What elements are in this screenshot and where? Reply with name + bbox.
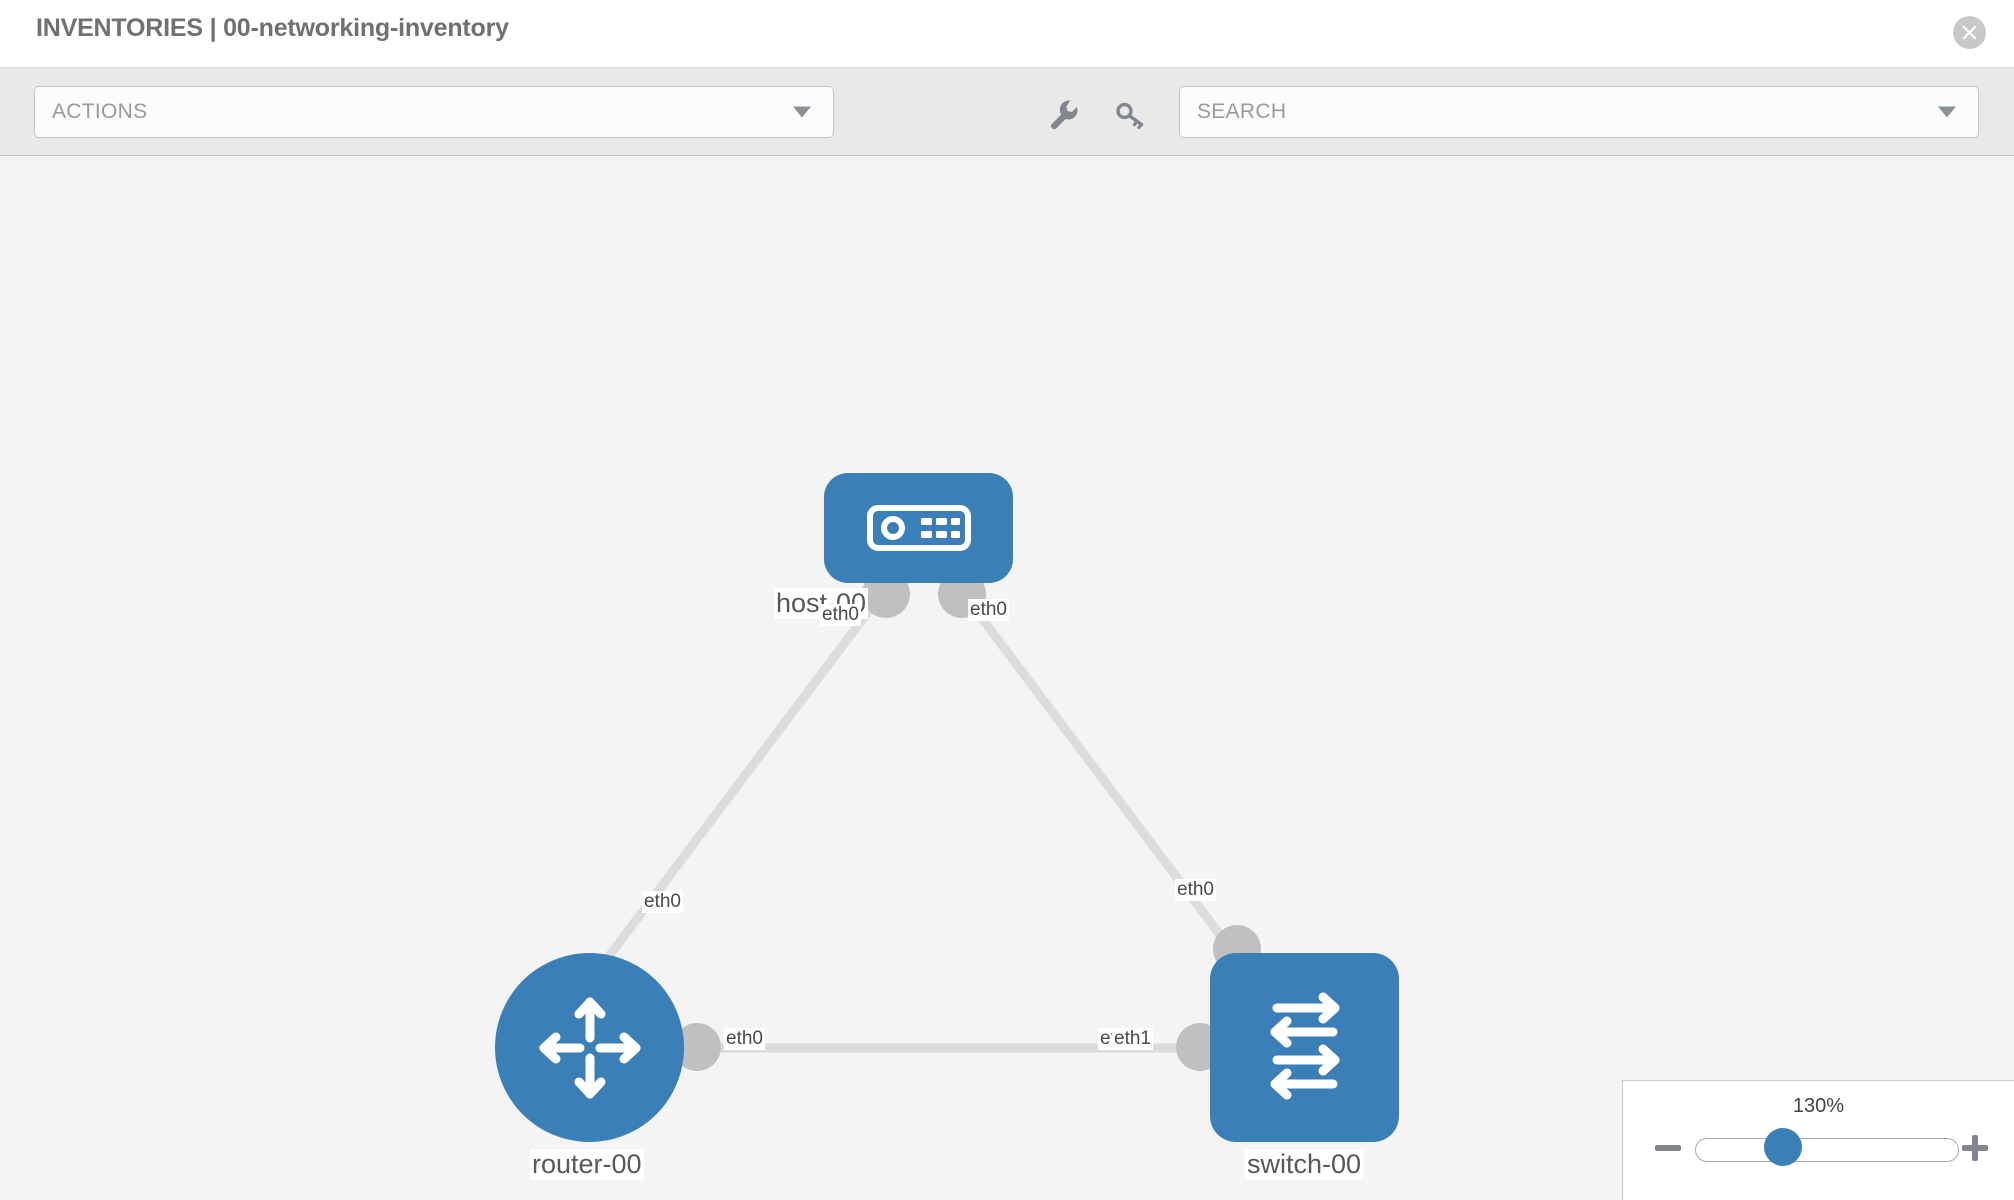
edge-label-router-eth0-lan: eth0 <box>724 1028 765 1050</box>
topology-canvas[interactable]: host-00 eth0 eth0 router-00 eth0 eth0 <box>0 156 2014 1200</box>
edge-label-switch-eth0-uplink: eth0 <box>1175 879 1216 901</box>
edge-label-router-eth0-uplink: eth0 <box>642 891 683 913</box>
key-icon[interactable] <box>1113 98 1147 132</box>
toolbar: ACTIONS SEARCH <box>0 68 2014 156</box>
zoom-out-button[interactable] <box>1651 1131 1685 1165</box>
edges <box>596 593 1249 1053</box>
close-button[interactable] <box>1953 16 1986 49</box>
actions-dropdown[interactable]: ACTIONS <box>34 86 834 138</box>
minus-icon <box>1655 1145 1681 1151</box>
zoom-slider-track[interactable] <box>1695 1138 1959 1162</box>
search-placeholder: SEARCH <box>1197 100 1287 123</box>
actions-dropdown-label: ACTIONS <box>52 100 148 123</box>
chevron-down-icon <box>793 106 811 118</box>
zoom-slider-thumb[interactable] <box>1764 1128 1802 1166</box>
zoom-level-label: 130% <box>1792 1095 1845 1117</box>
topology-graph <box>596 570 1261 1071</box>
router-arrows-icon <box>539 997 640 1098</box>
switch-arrows-icon <box>1270 992 1339 1099</box>
node-switch-00-shape[interactable] <box>1210 953 1399 1142</box>
edge-label-switch-eth1: eth1 <box>1112 1028 1153 1050</box>
search-input[interactable]: SEARCH <box>1179 86 1979 138</box>
page-title: INVENTORIES | 00-networking-inventory <box>36 14 509 42</box>
edge-connectors <box>673 570 1261 1071</box>
edge-host-switch <box>961 593 1249 971</box>
page-header: INVENTORIES | 00-networking-inventory <box>0 0 2014 68</box>
chevron-down-icon <box>1938 106 1956 118</box>
node-router-00-shape[interactable] <box>495 953 684 1142</box>
zoom-control-panel[interactable]: 130% <box>1622 1080 2014 1200</box>
wrench-icon[interactable] <box>1046 98 1080 132</box>
close-icon <box>1962 25 1977 40</box>
node-switch-00-label: switch-00 <box>1245 1149 1364 1180</box>
plus-icon <box>1962 1135 1988 1161</box>
connector-nub <box>673 1023 721 1071</box>
edge-label-host-eth0-left: eth0 <box>820 604 861 626</box>
server-device-icon <box>866 505 971 551</box>
edge-label-host-eth0-right: eth0 <box>968 599 1009 621</box>
zoom-in-button[interactable] <box>1958 1131 1992 1165</box>
node-router-00-label: router-00 <box>530 1149 644 1180</box>
node-host-00-shape[interactable] <box>824 473 1013 583</box>
